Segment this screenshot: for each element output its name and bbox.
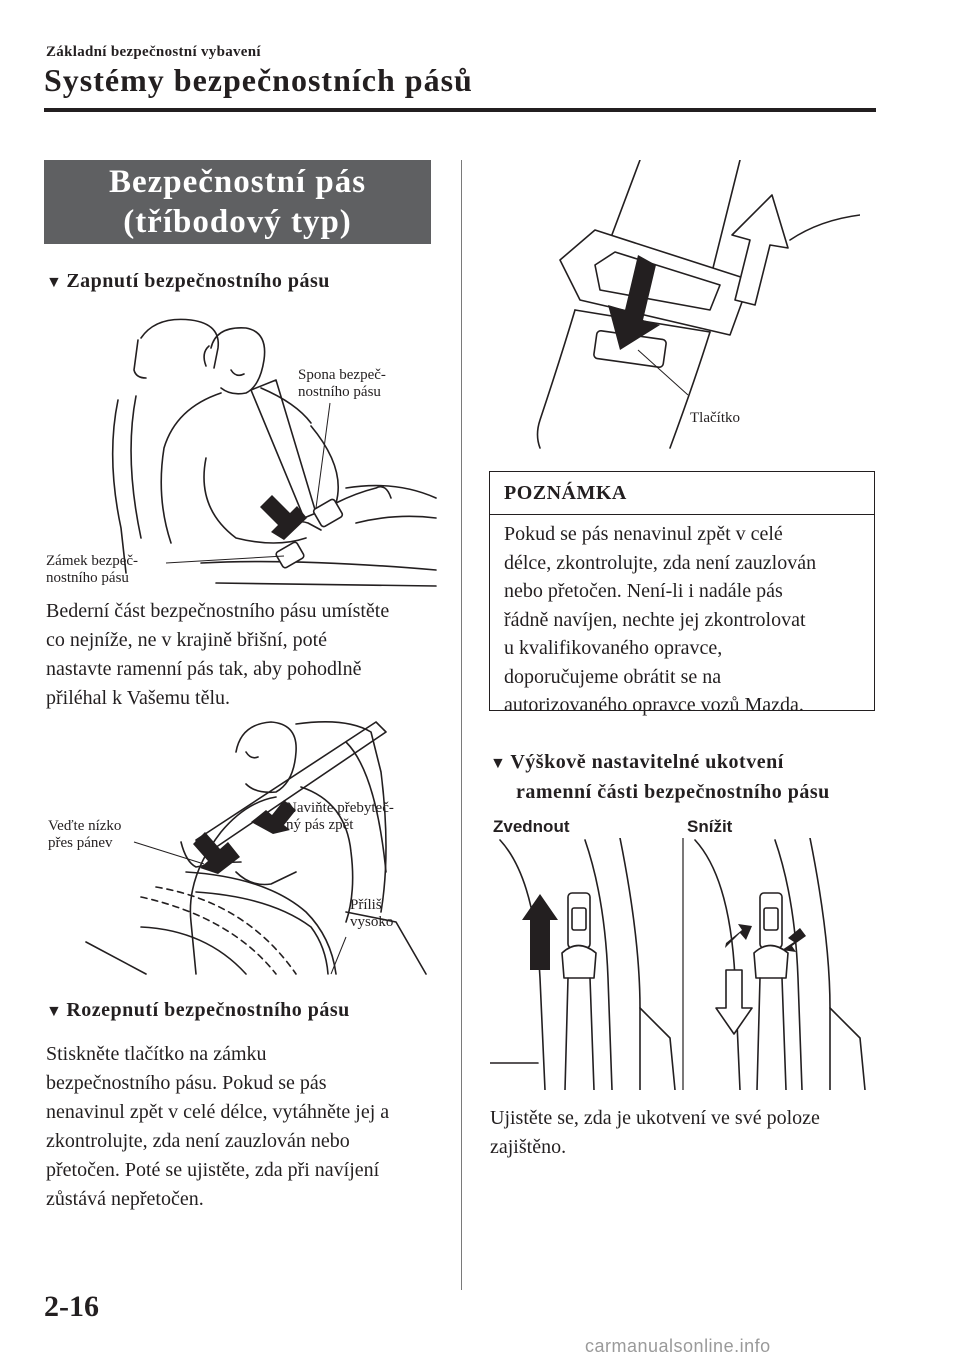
note-text-line: řádně navíjen, nechte jej zkontrolovat <box>504 608 806 631</box>
note-text-line: délce, zkontrolujte, zda není zauzlován <box>504 551 817 574</box>
height-heading-line-2: ramenní části bezpečnostního pásu <box>516 781 830 803</box>
unfasten-text-line: zůstává nepřetočen. <box>46 1188 204 1210</box>
unfasten-text: Stiskněte tlačítko na zámku bezpečnostní… <box>46 1040 389 1214</box>
unfasten-text-line: přetočen. Poté se ujistěte, zda při naví… <box>46 1159 380 1181</box>
retract-label: Naviňte přebyteč- ný pás zpět <box>286 800 394 834</box>
note-title: POZNÁMKA <box>490 472 874 515</box>
unfasten-text-line: Stiskněte tlačítko na zámku <box>46 1043 267 1065</box>
unfasten-text-line: nenavinul zpět v celé délce, vytáhněte j… <box>46 1101 390 1123</box>
height-text: Ujistěte se, zda je ukotvení ve své polo… <box>490 1104 820 1162</box>
section-header: Základní bezpečnostní vybavení <box>46 44 261 60</box>
triangle-bullet-icon: ▼ <box>490 755 507 772</box>
belt-position-illustration <box>85 720 427 975</box>
note-text: Pokud se pás nenavinul zpět v celé délce… <box>504 520 816 720</box>
tongue-label-line-1: Spona bezpeč- <box>298 367 386 383</box>
title-box-line-1: Bezpečnostní pás <box>108 164 367 200</box>
unfasten-heading: ▼Rozepnutí bezpečnostního pásu <box>46 999 350 1022</box>
lower-label: Snížit <box>687 817 733 836</box>
retract-label-line-1: Naviňte přebyteč- <box>286 800 394 816</box>
retract-label-line-2: ný pás zpět <box>286 817 354 833</box>
height-text-line: zajištěno. <box>490 1136 567 1158</box>
note-box: POZNÁMKA Pokud se pás nenavinul zpět v c… <box>489 471 875 716</box>
page-title: Systémy bezpečnostních pásů <box>44 62 473 98</box>
height-text-line: Ujistěte se, zda je ukotvení ve své polo… <box>490 1107 820 1129</box>
title-box-line-2: (tříbodový typ) <box>123 204 352 240</box>
column-divider <box>461 160 462 1290</box>
unfasten-text-line: bezpečnostního pásu. Pokud se pás <box>46 1072 327 1094</box>
buckle-label: Zámek bezpeč- nostního pásu <box>46 553 138 587</box>
buckle-label-line-2: nostního pásu <box>46 570 129 586</box>
note-text-line: Pokud se pás nenavinul zpět v celé <box>504 523 783 545</box>
tongue-label: Spona bezpeč- nostního pásu <box>298 367 386 401</box>
note-text-line: autorizovaného opravce vozů Mazda. <box>504 694 804 716</box>
note-text-line: nebo přetočen. Není-li i nadále pás <box>504 580 783 602</box>
low-pelvis-label-line-1: Veďte nízko <box>48 818 122 834</box>
height-heading: ▼Výškově nastavitelné ukotvení ramenní č… <box>490 748 830 807</box>
fasten-text-line: co nejníže, ne v krajině břišní, poté <box>46 629 328 651</box>
height-adjuster-illustration <box>490 838 866 1090</box>
note-text-line: doporučujeme obrátit se na <box>504 665 722 688</box>
fasten-text-line: Bederní část bezpečnostního pásu umístět… <box>46 600 390 622</box>
height-heading-line-1: Výškově nastavitelné ukotvení <box>510 751 784 773</box>
too-high-label: Příliš vysoko <box>350 897 393 931</box>
triangle-bullet-icon: ▼ <box>46 1003 63 1020</box>
fasten-text-line: přiléhal k Vašemu tělu. <box>46 687 231 709</box>
fasten-text-line: nastavte ramenní pás tak, aby pohodlně <box>46 658 362 680</box>
buckle-release-illustration <box>536 160 860 449</box>
too-high-label-line-1: Příliš <box>350 897 382 913</box>
page-number: 2-16 <box>44 1290 99 1323</box>
fasten-belt-illustration <box>111 318 437 587</box>
too-high-label-line-2: vysoko <box>350 914 394 930</box>
fasten-heading: ▼Zapnutí bezpečnostního pásu <box>46 270 330 293</box>
unfasten-text-line: zkontrolujte, zda není zauzlován nebo <box>46 1130 350 1152</box>
low-pelvis-label-line-2: přes pánev <box>48 835 113 851</box>
triangle-bullet-icon: ▼ <box>46 274 63 291</box>
note-text-line: u kvalifikovaného opravce, <box>504 637 723 659</box>
watermark: carmanualsonline.info <box>585 1336 771 1356</box>
fasten-text: Bederní část bezpečnostního pásu umístět… <box>46 597 389 713</box>
header-rule <box>44 108 876 112</box>
low-pelvis-label: Veďte nízko přes pánev <box>48 818 121 852</box>
tongue-label-line-2: nostního pásu <box>298 384 381 400</box>
buckle-label-line-1: Zámek bezpeč- <box>46 553 139 569</box>
button-label: Tlačítko <box>690 410 740 426</box>
unfasten-heading-text: Rozepnutí bezpečnostního pásu <box>66 999 350 1021</box>
title-box: Bezpečnostní pás (tříbodový typ) <box>44 160 431 244</box>
raise-label: Zvednout <box>493 817 570 836</box>
fasten-heading-text: Zapnutí bezpečnostního pásu <box>66 270 330 292</box>
